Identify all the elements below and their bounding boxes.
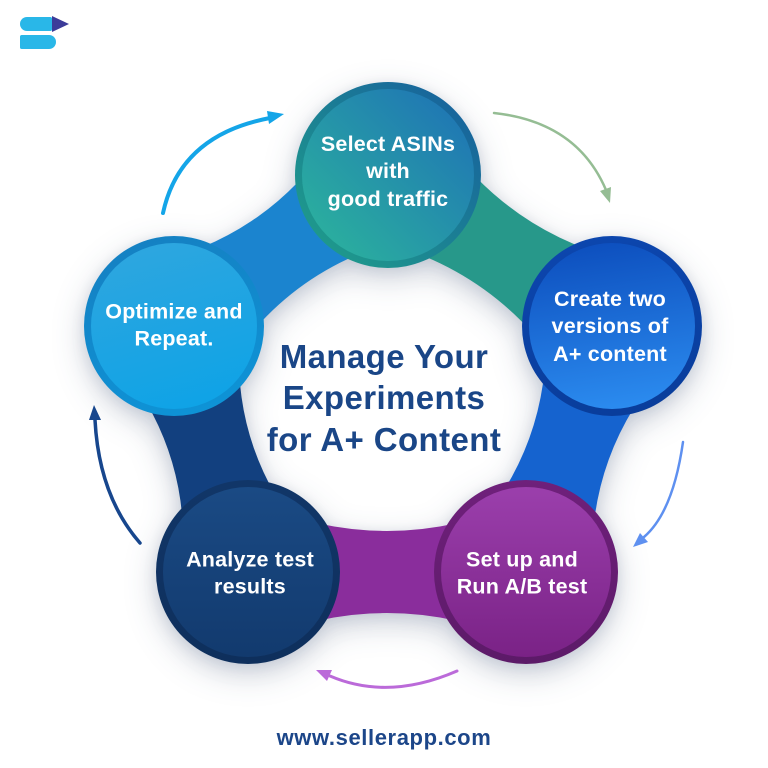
arrow-create-to-setup-head-icon <box>633 533 648 547</box>
logo-bar-top-icon <box>20 17 52 31</box>
step-circle-analyze-test-results <box>163 487 333 657</box>
arrow-setup-to-analyze <box>328 669 459 689</box>
step-label-setup-run-ab-test: Set up and Run A/B test <box>456 547 588 599</box>
step-circle-optimize-and-repeat <box>91 243 257 409</box>
arrow-analyze-to-optimize <box>93 418 142 545</box>
center-title: Manage Your Experiments for A+ Content <box>266 338 502 458</box>
website-url: www.sellerapp.com <box>276 725 492 750</box>
step-label-optimize-and-repeat: Optimize and Repeat. <box>105 299 243 351</box>
logo-bar-bottom-icon <box>20 35 56 49</box>
arrow-setup-to-analyze-head-icon <box>316 670 332 681</box>
arrow-optimize-to-select <box>161 116 272 215</box>
step-label-select-asins: Select ASINs with good traffic <box>320 132 456 211</box>
step-circle-create-two-versions <box>529 243 695 409</box>
sellerapp-logo <box>20 16 74 50</box>
arrow-optimize-to-select-head-icon <box>267 111 284 124</box>
step-circle-select-asins <box>302 89 474 261</box>
step-label-create-two-versions: Create two versions of A+ content <box>551 287 669 366</box>
step-label-analyze-test-results: Analyze test results <box>186 547 314 599</box>
logo-play-icon <box>52 16 69 32</box>
arrow-select-to-create-head-icon <box>600 187 611 203</box>
step-circle-setup-run-ab-test <box>441 487 611 657</box>
arrow-create-to-setup <box>642 440 685 539</box>
arrow-analyze-to-optimize-head-icon <box>89 405 101 420</box>
arrow-select-to-create <box>492 111 608 192</box>
